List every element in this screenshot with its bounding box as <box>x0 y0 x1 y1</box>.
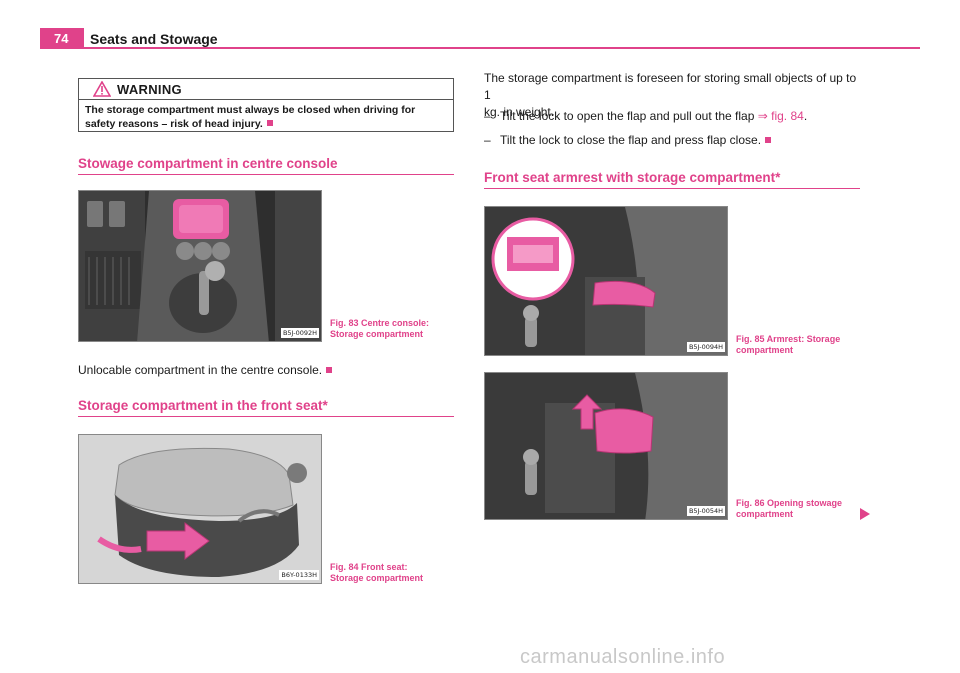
section-heading-armrest: Front seat armrest with storage compartm… <box>484 170 781 185</box>
header-rule <box>40 47 920 49</box>
section-end-mark <box>326 367 333 373</box>
figure-85-caption: Fig. 85 Armrest: Storage compartment <box>736 334 840 356</box>
figure-code: B6Y-0133H <box>279 570 319 580</box>
figure-84-front-seat: B6Y-0133H <box>78 434 322 584</box>
caption-line: compartment <box>736 345 794 355</box>
step-close-flap: –Tilt the lock to close the flap and pre… <box>484 132 864 149</box>
caption-line: compartment <box>736 509 794 519</box>
section-rule <box>78 174 454 175</box>
bullet-dash: – <box>484 109 491 123</box>
step-end: . <box>803 109 808 123</box>
caption-line: Fig. 83 Centre console: <box>330 318 430 328</box>
bullet-dash: – <box>484 133 491 147</box>
centre-console-illustration <box>79 191 321 341</box>
watermark: carmanualsonline.info <box>520 646 726 668</box>
opening-stowage-illustration <box>485 373 727 519</box>
front-seat-paragraph: The storage compartment is foreseen for … <box>484 70 864 121</box>
caption-line: Storage compartment <box>330 573 424 583</box>
section-heading-front-seat: Storage compartment in the front seat* <box>78 398 328 413</box>
section-rule <box>78 416 454 417</box>
caption-line: Fig. 86 Opening stowage <box>736 498 843 508</box>
section-rule <box>484 188 860 189</box>
warning-header: WARNING <box>79 79 453 100</box>
step-text: Tilt the lock to close the flap and pres… <box>500 133 762 147</box>
figure-84-caption: Fig. 84 Front seat: Storage compartment <box>330 562 423 584</box>
section-end-mark <box>765 137 772 143</box>
caption-line: Storage compartment <box>330 329 424 339</box>
figure-84-link[interactable]: ⇒ fig. 84 <box>757 109 804 123</box>
warning-title: WARNING <box>117 82 182 97</box>
paragraph-line: The storage compartment is foreseen for … <box>484 71 857 102</box>
figure-code: B5J-0054H <box>686 506 725 516</box>
figure-83-centre-console: B5J-0092H <box>78 190 322 342</box>
page-number-tab <box>40 28 84 48</box>
figure-83-caption: Fig. 83 Centre console: Storage compartm… <box>330 318 429 340</box>
figure-86-opening-stowage: B5J-0054H <box>484 372 728 520</box>
step-open-flap: –Tilt the lock to open the flap and pull… <box>484 108 864 125</box>
centre-console-body-text: Unlocable compartment in the centre cons… <box>78 362 333 379</box>
step-text: Tilt the lock to open the flap and pull … <box>500 109 758 123</box>
caption-line: Fig. 84 Front seat: <box>330 562 408 572</box>
warning-text: The storage compartment must always be c… <box>85 104 416 130</box>
section-end-mark <box>266 120 273 126</box>
figure-86-caption: Fig. 86 Opening stowage compartment <box>736 498 842 520</box>
caption-line: Fig. 85 Armrest: Storage <box>736 334 841 344</box>
figure-code: B5J-0094H <box>686 342 725 352</box>
next-page-arrow-icon[interactable] <box>860 508 870 520</box>
warning-box: WARNING The storage compartment must alw… <box>78 78 454 132</box>
page-number: 74 <box>54 31 69 46</box>
figure-85-armrest: B5J-0094H <box>484 206 728 356</box>
section-heading-centre-console: Stowage compartment in centre console <box>78 156 338 171</box>
armrest-illustration <box>485 207 727 355</box>
paragraph-line: kg. in weight. <box>484 105 555 119</box>
warning-triangle-icon <box>93 81 111 97</box>
page-header-title: Seats and Stowage <box>90 31 218 47</box>
figure-code: B5J-0092H <box>280 328 319 338</box>
front-seat-illustration <box>79 435 321 583</box>
